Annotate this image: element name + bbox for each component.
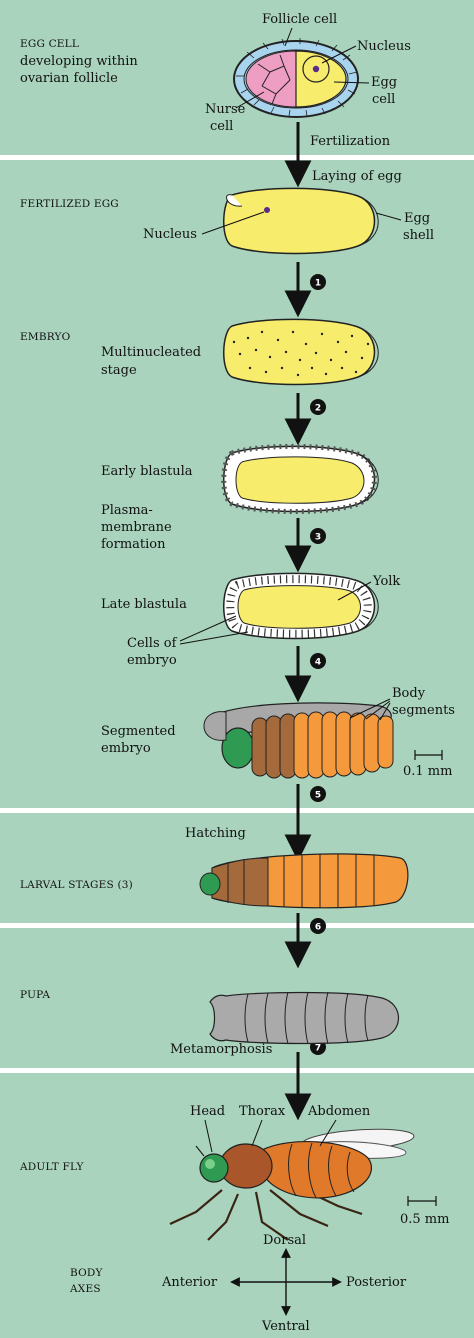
stage-body-axes-1: BODY xyxy=(70,1267,104,1279)
multinucleated-embryo xyxy=(224,319,379,384)
stage-pupa: PUPA xyxy=(20,989,50,1001)
pupa-illustration xyxy=(210,992,399,1044)
step-number-3: 3 xyxy=(315,533,321,543)
label-hatching: Hatching xyxy=(185,826,246,841)
nucleolus-dot xyxy=(313,66,319,72)
stage-body-axes-2: AXES xyxy=(69,1283,101,1295)
stage-fertilized-egg: FERTILIZED EGG xyxy=(20,198,119,210)
label-thorax: Thorax xyxy=(239,1104,286,1119)
scale-label-embryo: 0.1 mm xyxy=(403,764,452,779)
label-multinucleated-2: stage xyxy=(101,363,137,378)
step-number-5: 5 xyxy=(315,791,321,801)
label-cells-of-2: embryo xyxy=(127,653,177,668)
label-ventral: Ventral xyxy=(261,1319,310,1334)
label-nucleus-fertilized: Nucleus xyxy=(143,227,197,242)
label-yolk: Yolk xyxy=(372,574,400,589)
label-egg-cell: cell xyxy=(372,92,395,107)
label-follicle-cell: Follicle cell xyxy=(262,12,337,27)
step-number-1: 1 xyxy=(315,279,321,289)
segmented-embryo-head xyxy=(222,728,254,768)
stage-adult: ADULT FLY xyxy=(19,1161,84,1173)
label-plasma-3: formation xyxy=(101,537,166,552)
label-fertilization: Fertilization xyxy=(310,134,391,149)
label-segmented-2: embryo xyxy=(101,741,151,756)
late-blastula-yolk xyxy=(238,586,361,629)
scale-label-adult: 0.5 mm xyxy=(400,1212,449,1227)
larva-illustration xyxy=(200,854,408,908)
stage-egg-cell: EGG CELL xyxy=(20,38,79,50)
fly-eye-highlight xyxy=(205,1159,215,1169)
label-body-segments-1: Body xyxy=(392,686,426,701)
label-plasma-2: membrane xyxy=(101,520,172,535)
step-number-4: 4 xyxy=(315,658,321,668)
step-number-7: 7 xyxy=(315,1044,321,1054)
stage-egg-cell-sub1: developing within xyxy=(20,54,138,69)
early-blastula xyxy=(224,446,379,511)
fertilized-egg-illustration xyxy=(224,188,379,253)
label-head: Head xyxy=(190,1104,225,1119)
label-abdomen: Abdomen xyxy=(307,1104,371,1119)
label-anterior: Anterior xyxy=(161,1275,218,1290)
stage-larval: LARVAL STAGES (3) xyxy=(20,879,133,891)
label-egg-shell-1: Egg xyxy=(404,211,430,226)
fertilized-egg-nucleus xyxy=(264,207,270,213)
stage-egg-cell-sub2: ovarian follicle xyxy=(20,71,118,86)
segmented-embryo-segments xyxy=(252,712,393,778)
label-late-blastula: Late blastula xyxy=(101,597,187,612)
panel-adult xyxy=(0,1073,474,1338)
label-posterior: Posterior xyxy=(346,1275,407,1290)
early-blastula-yolk xyxy=(236,457,364,503)
label-laying-of-egg: Laying of egg xyxy=(312,169,402,184)
label-egg-shell-2: shell xyxy=(403,228,434,243)
label-dorsal: Dorsal xyxy=(263,1233,306,1248)
label-body-segments-2: segments xyxy=(392,703,455,718)
label-nucleus: Nucleus xyxy=(357,39,411,54)
label-multinucleated-1: Multinucleated xyxy=(101,345,201,360)
stage-embryo: EMBRYO xyxy=(20,331,71,343)
label-plasma-1: Plasma- xyxy=(101,503,153,518)
label-segmented-1: Segmented xyxy=(101,724,176,739)
label-nurse-cell: cell xyxy=(210,119,233,134)
larva-head xyxy=(200,873,220,895)
larva-anterior xyxy=(212,858,268,906)
label-cells-of-1: Cells of xyxy=(127,636,178,651)
label-nurse: Nurse xyxy=(205,102,246,117)
late-blastula xyxy=(224,573,379,638)
step-number-6: 6 xyxy=(315,923,321,933)
label-egg: Egg xyxy=(371,75,397,90)
fertilized-egg-body xyxy=(224,188,375,253)
step-number-2: 2 xyxy=(315,404,321,414)
fly-head-eye xyxy=(200,1154,228,1182)
segmented-embryo xyxy=(204,703,393,778)
label-early-blastula: Early blastula xyxy=(101,464,193,479)
label-metamorphosis: Metamorphosis xyxy=(170,1042,272,1057)
pupa-body xyxy=(210,993,399,1044)
